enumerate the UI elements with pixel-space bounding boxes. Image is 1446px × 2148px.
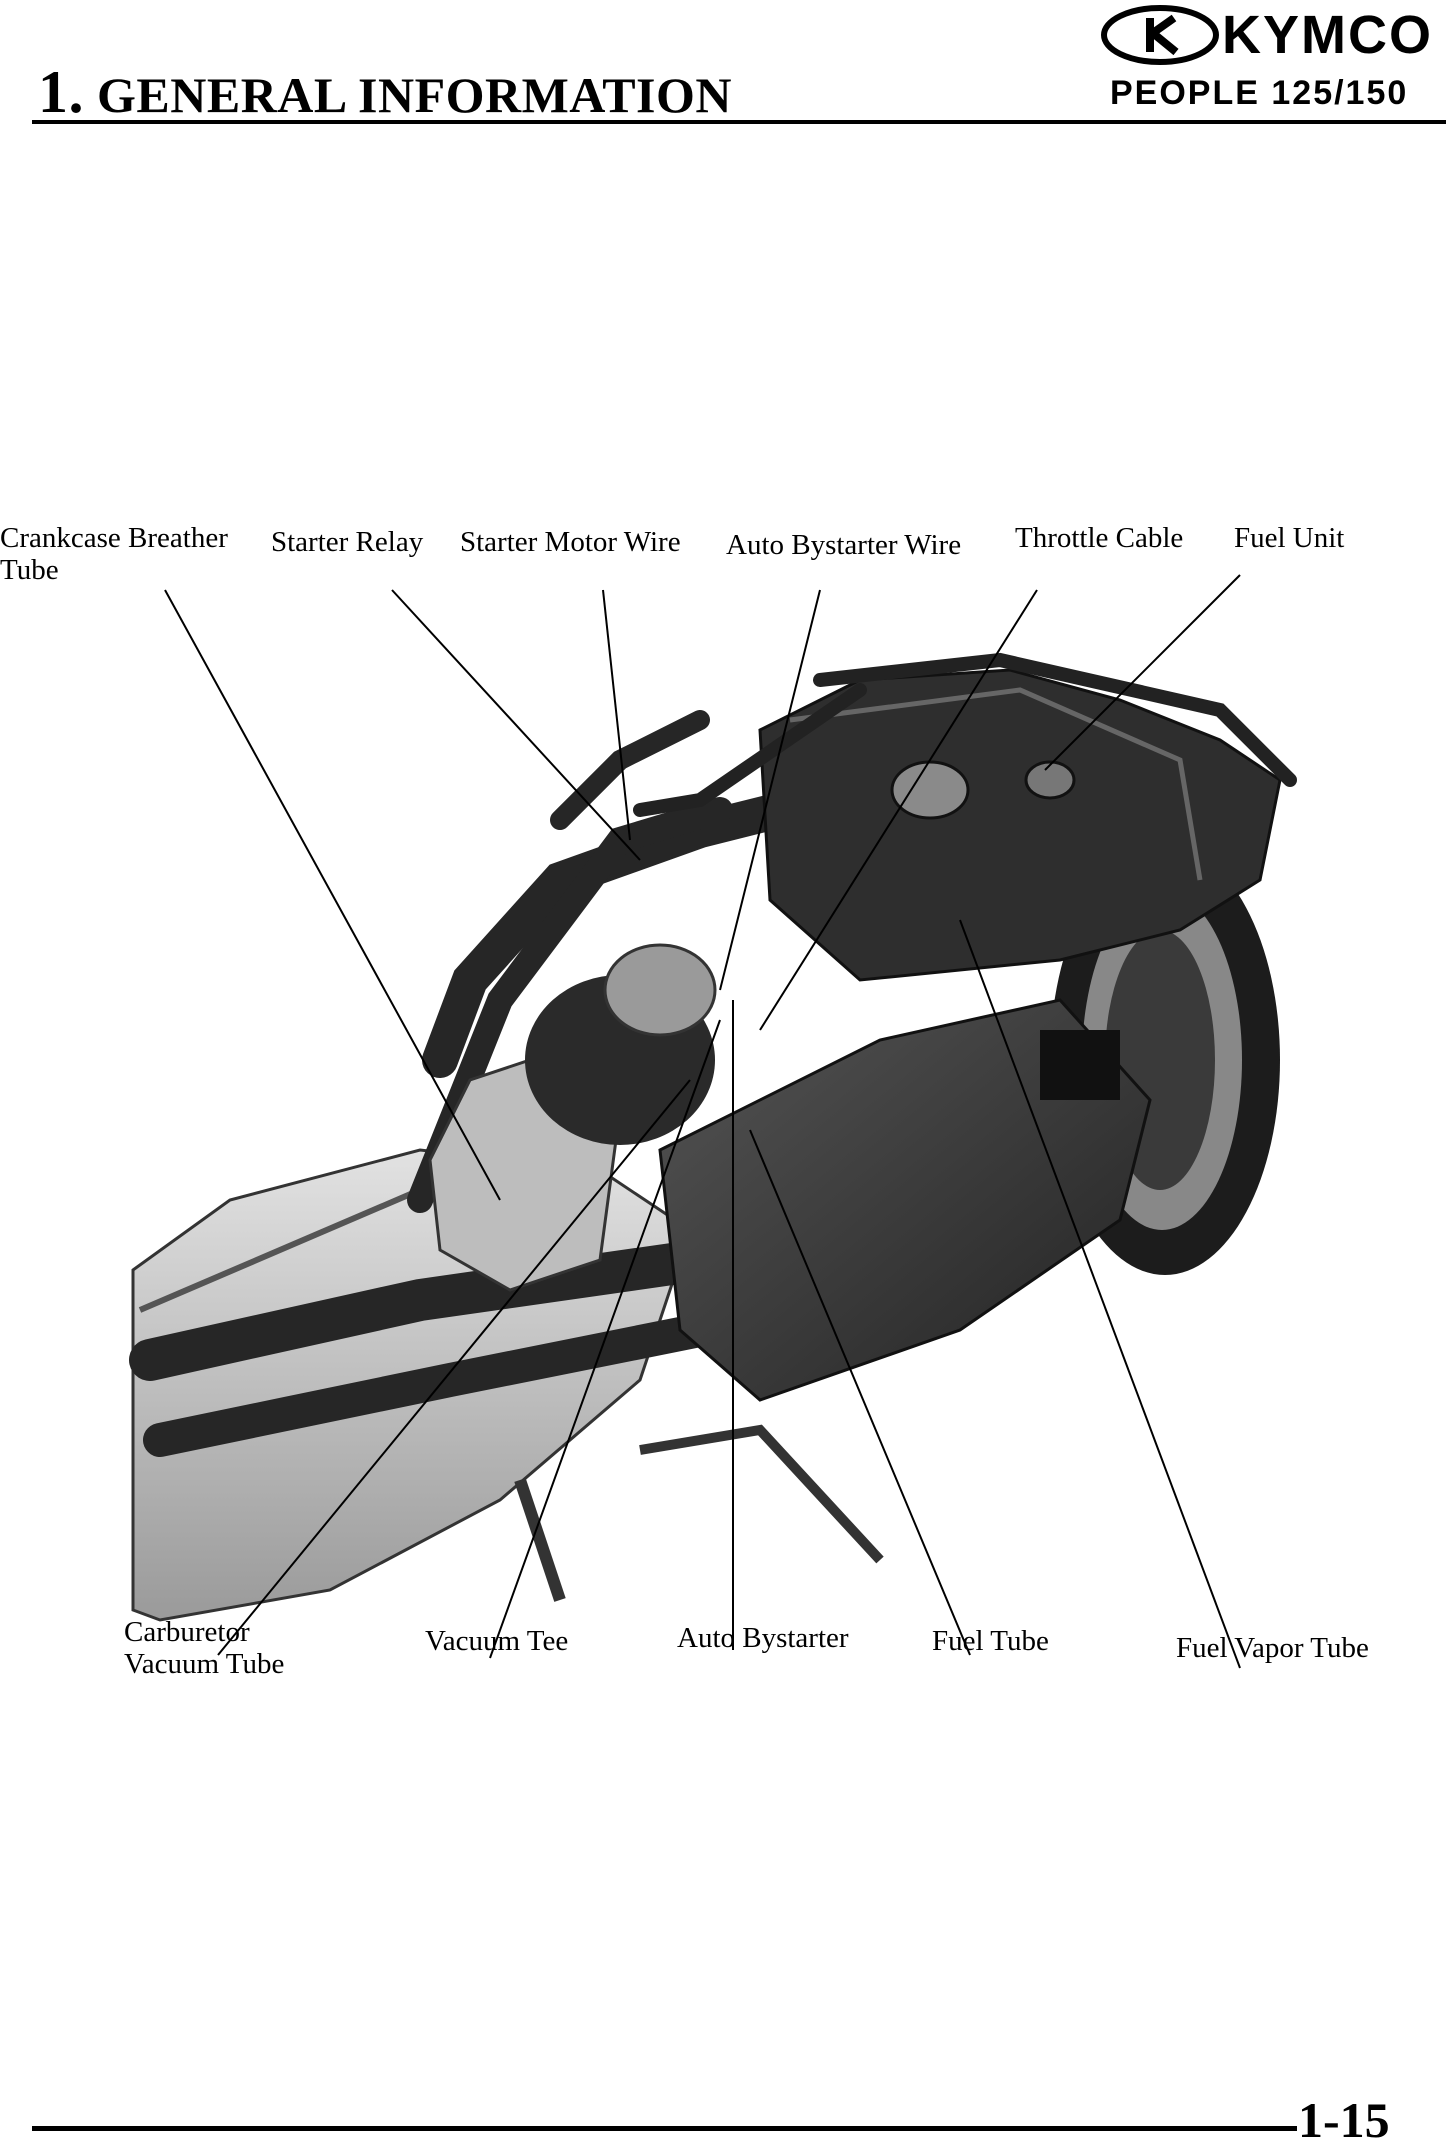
footer-rule xyxy=(32,2126,1297,2131)
section-title: GENERAL INFORMATION xyxy=(97,67,733,123)
callout-throttle-cable: Throttle Cable xyxy=(1015,522,1184,554)
callout-starter-motor-wire: Starter Motor Wire xyxy=(460,526,681,558)
section-number: 1. xyxy=(38,59,84,125)
callout-fuel-unit: Fuel Unit xyxy=(1234,522,1345,554)
callout-line-2: Tube xyxy=(0,554,59,586)
leader-lines xyxy=(164,574,1241,1669)
page-number: 1-15 xyxy=(1298,2092,1390,2148)
callout-fuel-tube: Fuel Tube xyxy=(932,1625,1049,1657)
callout-line-1: Crankcase Breather xyxy=(0,522,228,554)
kymco-emblem-icon xyxy=(1101,5,1219,65)
callout-auto-bystarter-wire: Auto Bystarter Wire xyxy=(726,529,962,561)
model-name: PEOPLE 125/150 xyxy=(1110,74,1409,112)
header-rule xyxy=(32,120,1446,124)
callout-line-2: Vacuum Tube xyxy=(124,1648,285,1680)
brand-name: KYMCO xyxy=(1222,5,1433,65)
frame-tubes xyxy=(129,710,921,1457)
callout-carburetor-vacuum-tube: Carburetor Vacuum Tube xyxy=(124,1616,284,1680)
engine-block xyxy=(428,943,717,1292)
callout-fuel-vapor-tube: Fuel Vapor Tube xyxy=(1176,1632,1369,1664)
side-stand xyxy=(514,1424,884,1602)
rear-rack xyxy=(633,652,1297,817)
callout-vacuum-tee: Vacuum Tee xyxy=(425,1625,569,1657)
brand-logo: KYMCO xyxy=(1100,4,1440,66)
callout-starter-relay: Starter Relay xyxy=(271,526,424,558)
callout-auto-bystarter: Auto Bystarter xyxy=(677,1622,849,1654)
fuel-tank xyxy=(758,668,1282,982)
callout-crankcase-breather-tube: Crankcase Breather Tube xyxy=(0,522,228,586)
section-heading: 1. GENERAL INFORMATION xyxy=(38,58,732,127)
callout-line-1: Carburetor xyxy=(124,1616,250,1648)
